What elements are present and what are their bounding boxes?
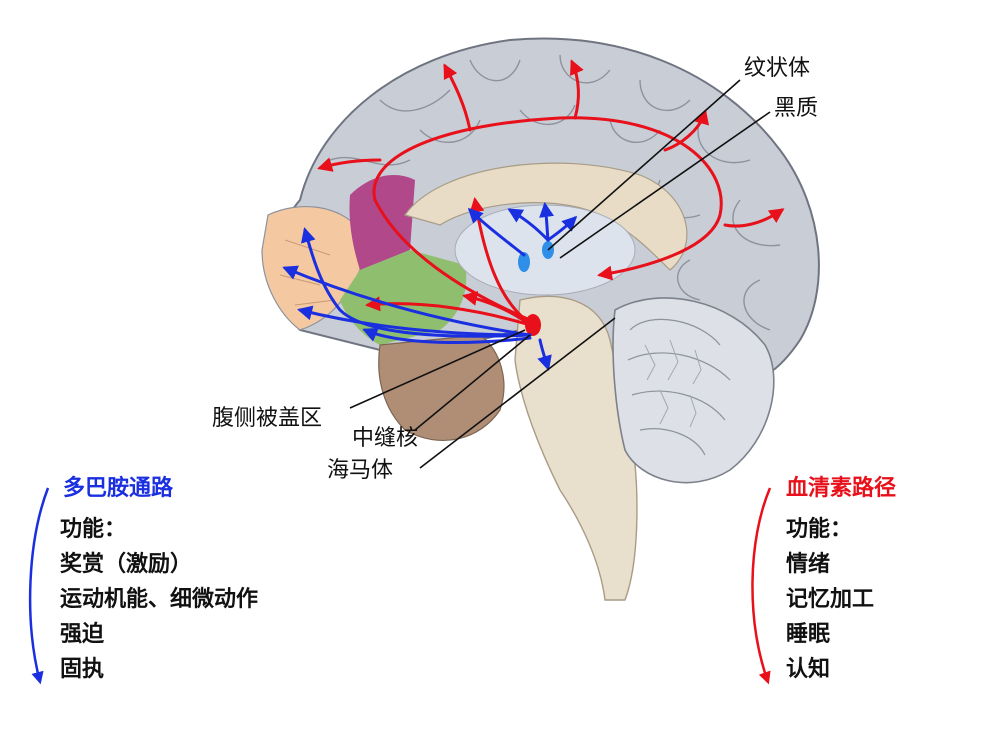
- serotonin-function-item: 记忆加工: [786, 587, 875, 612]
- serotonin-legend-title: 血清素路径: [786, 476, 897, 501]
- dopamine-function-item: 奖赏（激励）: [60, 552, 193, 577]
- label-striatum: 纹状体: [744, 56, 811, 81]
- dopamine-legend-arrow: [28, 487, 50, 685]
- label-substantia-nigra: 黑质: [774, 96, 819, 121]
- label-hippocampus: 海马体: [327, 458, 394, 483]
- serotonin-function-list: 功能： 情绪 记忆加工 睡眠 认知: [786, 512, 874, 687]
- dopamine-functions-heading: 功能：: [60, 517, 127, 542]
- orbitofrontal-region: [340, 250, 467, 345]
- serotonin-function-item: 睡眠: [786, 622, 831, 647]
- dopamine-function-item: 运动机能、细微动作: [60, 587, 259, 612]
- temporal-lobe: [378, 334, 505, 441]
- dopamine-function-item: 固执: [60, 657, 105, 682]
- serotonin-legend-arrow: [751, 487, 772, 685]
- dopamine-function-item: 强迫: [60, 622, 105, 647]
- serotonin-function-item: 认知: [786, 657, 831, 682]
- cerebellum: [612, 297, 775, 484]
- cingulate-region: [349, 175, 415, 270]
- label-leader-lines: [349, 79, 771, 469]
- label-vta: 腹侧被盖区: [212, 406, 323, 431]
- prefrontal-region: [261, 205, 361, 331]
- dopamine-function-list: 功能： 奖赏（激励） 运动机能、细微动作 强迫 固执: [60, 512, 258, 687]
- dopamine-legend-title: 多巴胺通路: [63, 476, 174, 501]
- serotonin-functions-heading: 功能：: [786, 517, 853, 542]
- striatum-node-left: [518, 252, 530, 272]
- dopamine-arrows: [282, 202, 578, 371]
- serotonin-function-item: 情绪: [786, 552, 831, 577]
- label-raphe: 中缝核: [352, 426, 419, 451]
